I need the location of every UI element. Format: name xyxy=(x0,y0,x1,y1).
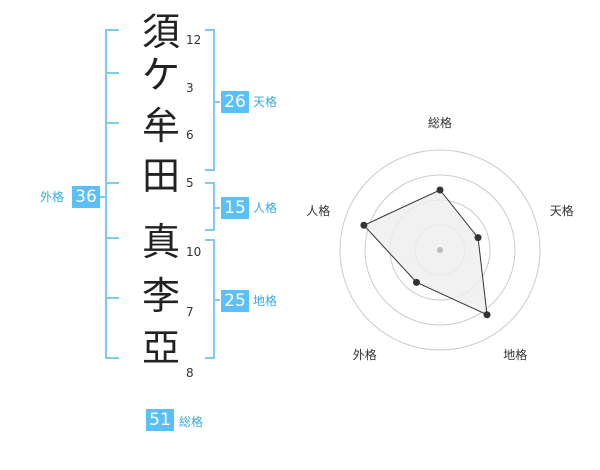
name-char-6: 李 xyxy=(141,274,180,318)
jinkaku-bracket xyxy=(205,182,215,231)
name-char-1: 須 xyxy=(141,10,180,54)
name-char-2: ケ xyxy=(141,53,180,97)
radar-axis-label-jinkaku: 人格 xyxy=(306,204,331,219)
chikaku-score: 25 xyxy=(221,290,249,312)
gaikaku-score: 36 xyxy=(72,186,100,208)
stroke-count-2: 3 xyxy=(186,81,194,95)
radar-axis-label-gaikaku: 外格 xyxy=(352,347,377,362)
name-char-3: 牟 xyxy=(141,104,180,148)
radar-axis-label-soukaku: 総格 xyxy=(427,116,452,130)
radar-point-3 xyxy=(412,278,420,286)
gaikaku-label: 外格 xyxy=(40,190,65,204)
radar-point-0 xyxy=(436,186,444,194)
stroke-count-1: 12 xyxy=(186,33,202,47)
jinkaku-score: 15 xyxy=(221,197,249,219)
soukaku-score: 51 xyxy=(146,409,174,431)
radar-point-2 xyxy=(483,311,491,319)
gaikaku-bracket xyxy=(105,29,119,359)
radar-series-polygon xyxy=(363,189,488,316)
radar-grid-ring xyxy=(339,149,541,351)
stroke-count-3: 6 xyxy=(186,128,194,142)
name-char-4: 田 xyxy=(141,154,180,198)
radar-grid-ring xyxy=(364,174,516,326)
radar-axis-label-chikaku: 地格 xyxy=(503,347,528,362)
radar-point-1 xyxy=(474,234,482,242)
tenkaku-score: 26 xyxy=(221,91,249,113)
jinkaku-label: 人格 xyxy=(253,201,278,215)
chikaku-label: 地格 xyxy=(253,294,278,308)
stroke-count-5: 10 xyxy=(186,245,202,259)
name-char-5: 真 xyxy=(141,220,180,264)
radar-axis-label-tenkaku: 天格 xyxy=(549,204,574,219)
stroke-count-7: 8 xyxy=(186,366,194,380)
tenkaku-label: 天格 xyxy=(253,95,278,109)
tenkaku-bracket xyxy=(205,29,215,171)
soukaku-label: 総格 xyxy=(179,415,204,429)
radar-center-dot xyxy=(437,247,443,253)
radar-point-4 xyxy=(360,221,368,229)
name-char-7: 亞 xyxy=(141,326,180,370)
stroke-count-6: 7 xyxy=(186,305,194,319)
stroke-count-4: 5 xyxy=(186,176,194,190)
